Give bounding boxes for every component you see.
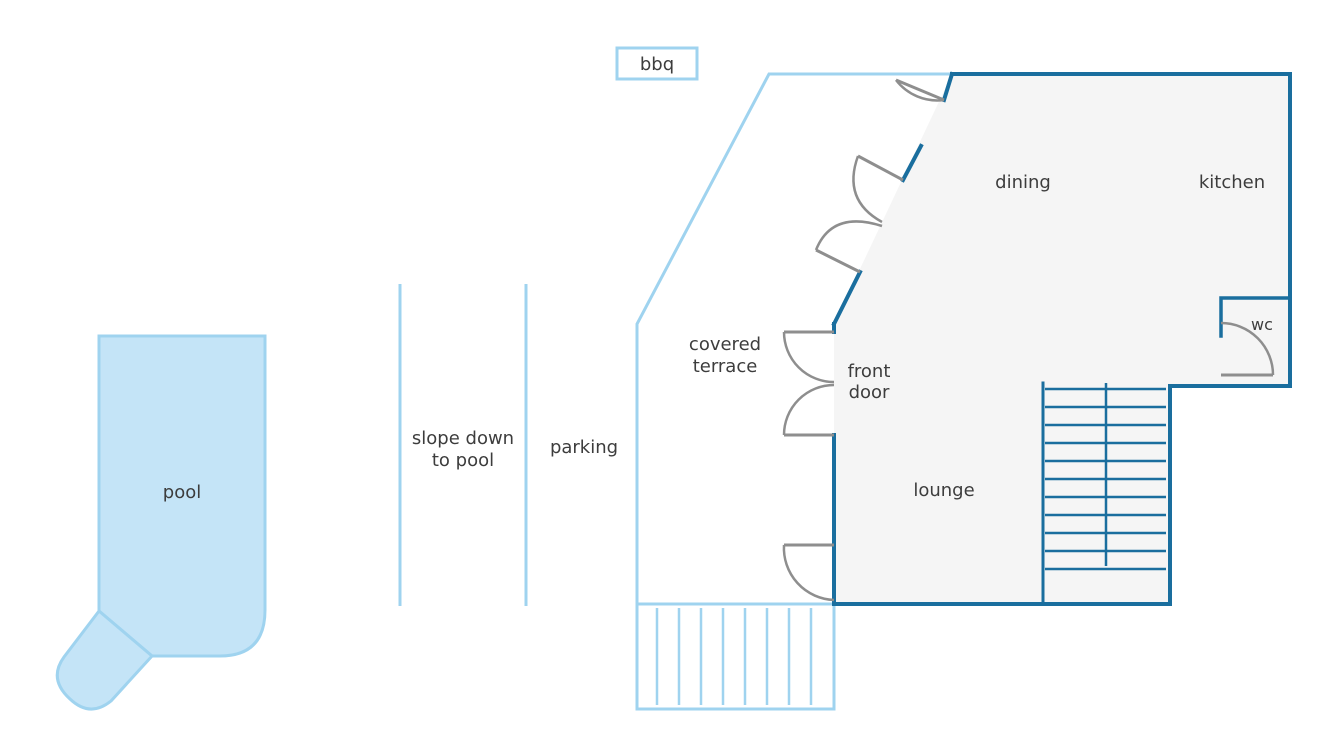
bbq-box	[615, 46, 699, 81]
wc-label: wc	[1251, 315, 1273, 334]
slope-label-line2: to pool	[432, 450, 494, 471]
door-wc	[1220, 321, 1275, 377]
pool-basin	[97, 334, 267, 658]
pool: pool	[55, 334, 267, 711]
dining-label: dining	[995, 172, 1051, 193]
terrace-outline	[635, 72, 952, 711]
covered-terrace-label-line2: terrace	[693, 356, 758, 377]
front-doors	[782, 330, 835, 437]
front-door-label-line2: door	[849, 382, 890, 403]
bbq-label: bbq	[640, 54, 674, 75]
diagonal-wall-segment-2	[900, 143, 924, 183]
diagonal-wall-segment-1	[831, 269, 863, 327]
door-diagonal-top	[895, 78, 945, 102]
terrace-doors	[814, 78, 945, 274]
covered-terrace: covered terrace	[635, 72, 952, 711]
lounge-label: lounge	[913, 480, 974, 501]
house-floor	[834, 74, 1290, 604]
bbq: bbq	[615, 46, 699, 81]
slope-label-line1: slope down	[412, 428, 514, 449]
exterior-wall-main	[832, 72, 1292, 606]
door-lounge-terrace	[782, 543, 835, 602]
front-door-swing-bottom	[782, 383, 835, 436]
door-diagonal-bottom	[814, 220, 883, 274]
front-door-label-line1: front	[848, 361, 891, 382]
door-diagonal-middle	[852, 154, 904, 224]
site-lines: slope down to pool parking	[398, 284, 618, 606]
diagonal-wall-segment-3	[941, 71, 955, 103]
covered-terrace-label-line1: covered	[689, 334, 761, 355]
kitchen-label: kitchen	[1199, 172, 1265, 193]
front-door-swing-top	[782, 331, 835, 384]
pool-label: pool	[163, 482, 201, 503]
parking-label: parking	[550, 437, 618, 458]
pool-step	[55, 608, 155, 711]
staircase	[1045, 383, 1166, 571]
